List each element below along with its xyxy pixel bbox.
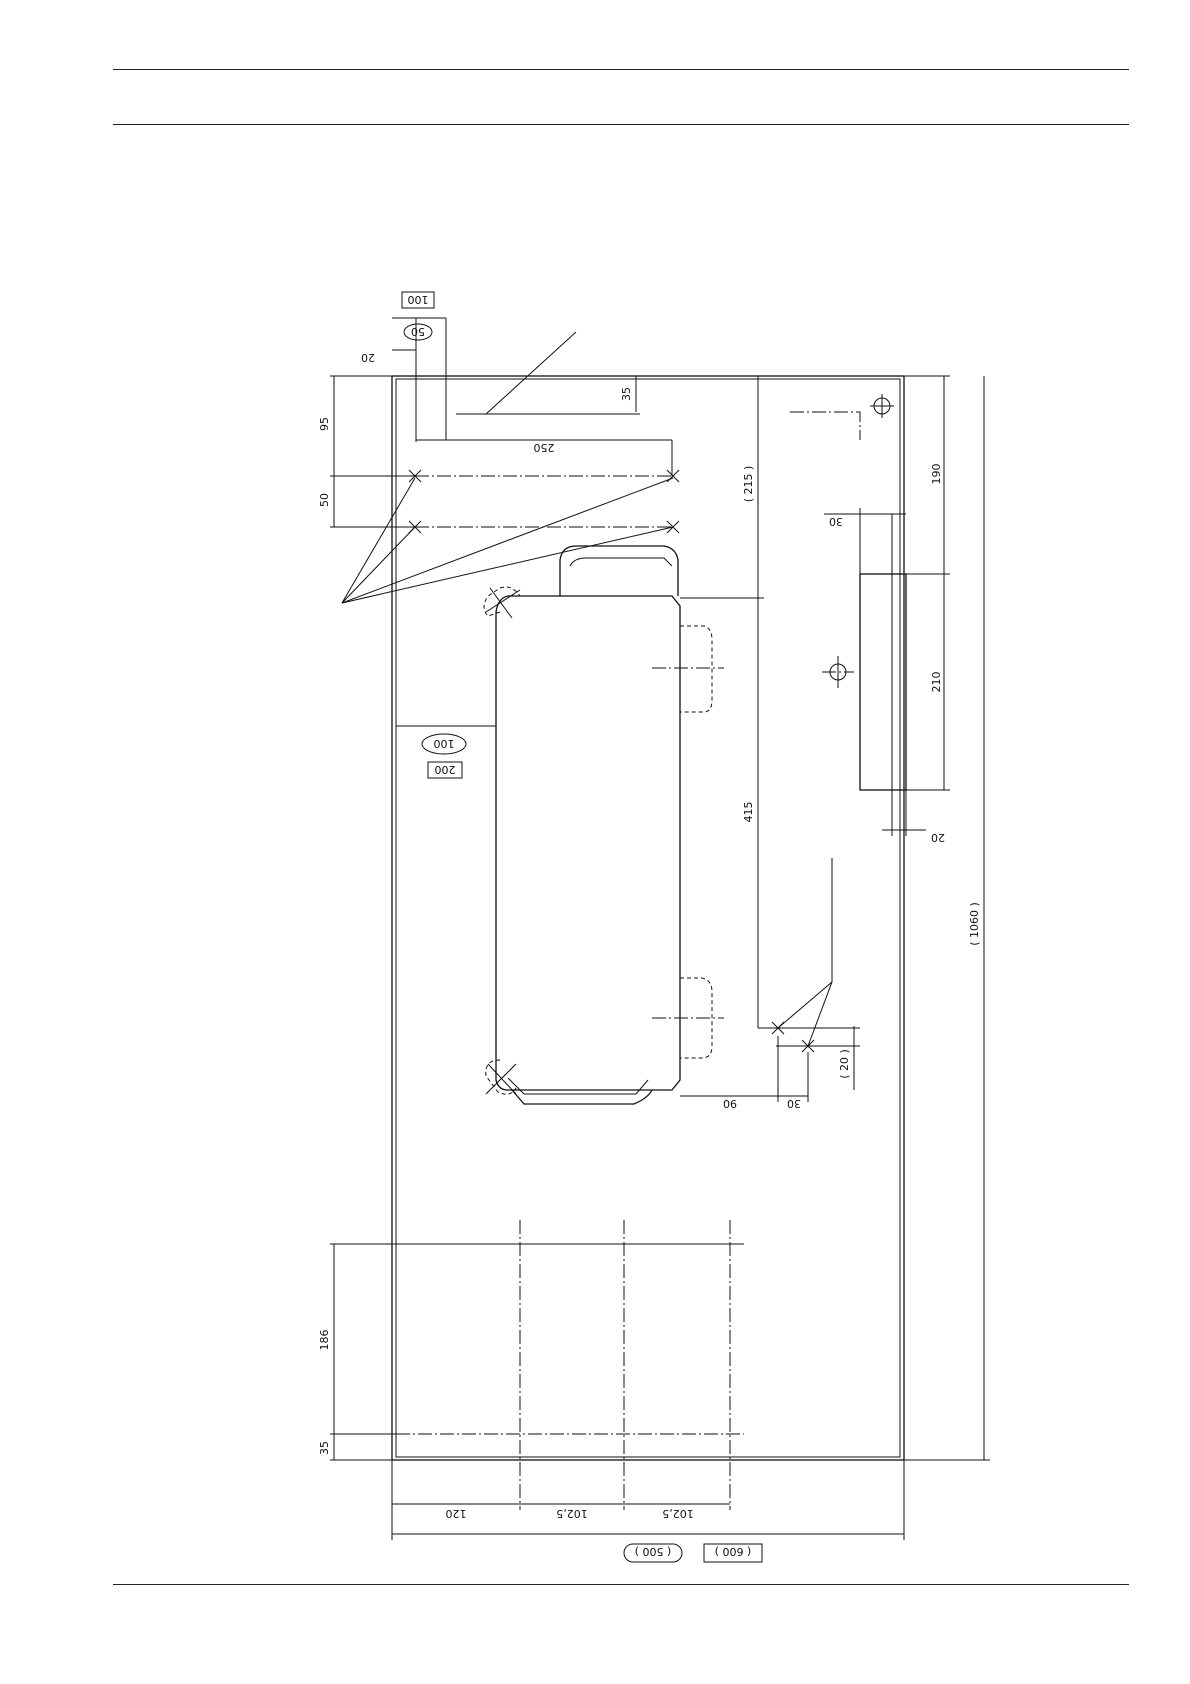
- label-200: 200: [435, 763, 456, 776]
- label-500: ( 500 ): [635, 1545, 672, 1558]
- label-100-left: 100: [434, 737, 455, 750]
- label-415: 415: [742, 802, 755, 823]
- label-95: 95: [318, 417, 331, 431]
- label-50-top: 50: [411, 325, 425, 338]
- label-20-right: 20: [931, 831, 945, 844]
- board-outline: [392, 376, 904, 1460]
- machine-bottom-cap-inner: [508, 1078, 648, 1094]
- label-102-5-b: 102,5: [662, 1507, 694, 1520]
- label-50-left: 50: [318, 493, 331, 507]
- label-20-top: 20: [361, 351, 375, 364]
- label-30-b: 30: [787, 1097, 801, 1110]
- label-35-bottom: 35: [318, 1441, 331, 1455]
- label-190: 190: [930, 464, 943, 485]
- label-120: 120: [446, 1507, 467, 1520]
- label-1060: ( 1060 ): [968, 902, 981, 946]
- dimension-lines: [330, 318, 990, 1540]
- label-100-top: 100: [408, 293, 429, 306]
- lug-top-left-cross-1: [490, 588, 512, 618]
- hinge-recess-top: [680, 626, 712, 712]
- label-210: 210: [930, 672, 943, 693]
- machine-bed-outline: [496, 596, 680, 1090]
- marker-points: [409, 470, 814, 1052]
- machine-top-cap: [560, 546, 678, 596]
- machine-bottom-cap: [512, 1090, 652, 1104]
- label-20-paren: ( 20 ): [838, 1049, 851, 1079]
- label-186: 186: [318, 1330, 331, 1351]
- board-inner-outline: [396, 379, 900, 1457]
- lug-top-left-cross-2: [486, 590, 520, 612]
- label-102-5-a: 102,5: [556, 1507, 588, 1520]
- label-600: ( 600 ): [715, 1545, 752, 1558]
- label-215: ( 215 ): [742, 466, 755, 503]
- label-35: 35: [620, 387, 633, 401]
- label-30-a: 30: [829, 515, 843, 528]
- corner-mark-top: [790, 412, 860, 440]
- label-90: 90: [723, 1097, 737, 1110]
- label-250: 250: [534, 441, 555, 454]
- right-cutout: [860, 574, 906, 790]
- machine-top-cap-inner: [570, 558, 672, 566]
